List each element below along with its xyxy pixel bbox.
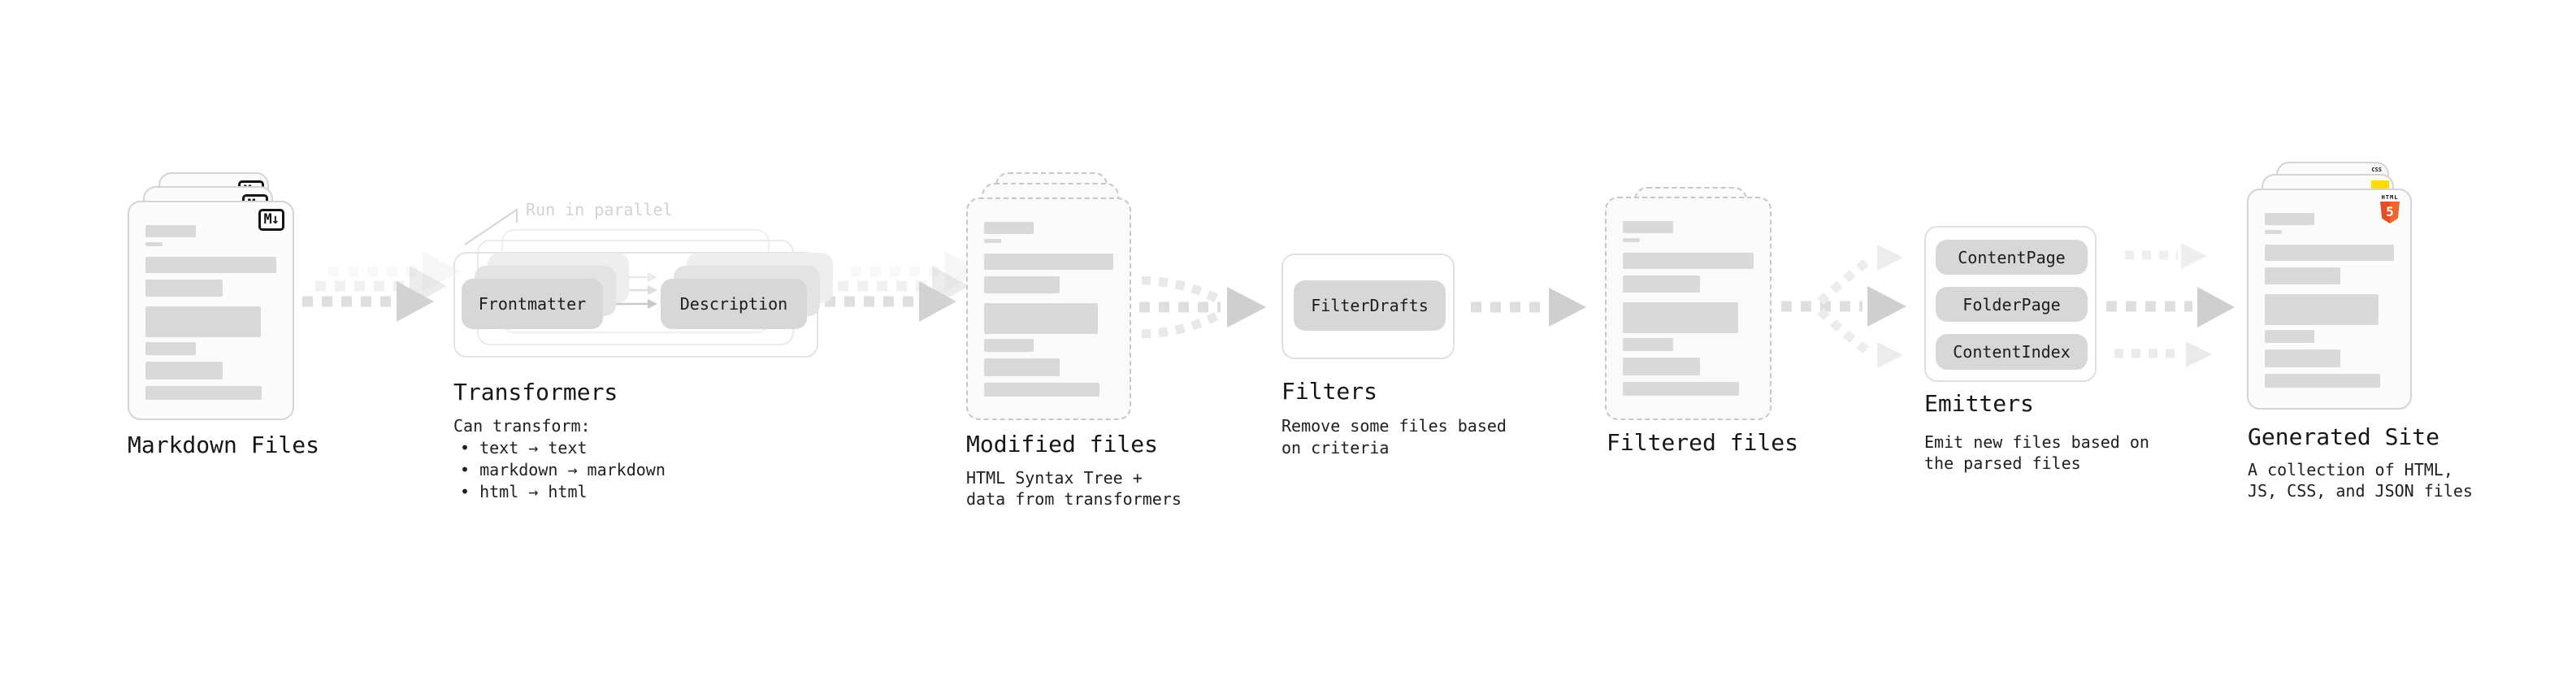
stage-note-title: Can transform: [453,416,591,436]
skeleton-line [1623,275,1700,293]
subtitle-line: JS, CSS, and JSON files [2248,481,2473,501]
file-card: M↓ [128,201,294,420]
stage-label: Modified files [966,431,1159,458]
subtitle-line: the parsed files [1924,453,2081,473]
skeleton-line [984,358,1060,376]
skeleton-line [984,303,1099,334]
skeleton-line [1623,382,1740,396]
subtitle-line: Emit new files based on [1924,432,2149,452]
skeleton-line [984,239,1001,243]
stage-label: Generated Site [2248,423,2440,450]
file-card [1605,197,1772,420]
arrow-filtered-to-emitters [1781,245,1906,368]
stage-label: Transformers [453,379,618,406]
skeleton-line [984,339,1034,352]
arrow-markdown-to-transformers [302,251,460,322]
filters-box: FilterDrafts [1281,254,1455,359]
arrow-transformers-to-modified [825,251,982,322]
run-in-parallel-label: Run in parallel [526,200,673,219]
skeleton-line [2265,294,2379,325]
subtitle-line: HTML Syntax Tree + [966,468,1143,488]
file-skeleton [1623,221,1755,396]
skeleton-line [145,386,262,400]
transform-bullet: markdown → markdown [460,459,666,481]
skeleton-line [984,222,1034,234]
skeleton-line [984,276,1060,293]
subtitle-line: A collection of HTML, [2248,460,2453,479]
subtitle-line: on criteria [1281,438,1390,458]
skeleton-line [2265,349,2341,367]
transform-bullet-list: text → text markdown → markdown html → h… [460,437,666,503]
stage-subtitle: Remove some files based on criteria [1281,415,1507,459]
skeleton-line [2265,245,2395,261]
emitter-pill-contentindex: ContentIndex [1936,334,2088,370]
skeleton-line [145,242,163,246]
stage-label: Filtered files [1607,429,1799,456]
run-in-parallel-callout-line [464,208,518,245]
skeleton-line [2265,330,2315,343]
skeleton-line [1623,221,1673,233]
emitters-box: ContentPage FolderPage ContentIndex [1924,226,2097,382]
skeleton-line [984,254,1114,270]
markdown-icon: M↓ [258,209,284,231]
arrow-modified-to-filters [1139,275,1266,339]
transform-bullet: html → html [460,481,666,503]
stage-label: Markdown Files [128,432,320,458]
skeleton-line [1623,253,1754,269]
subtitle-line: data from transformers [966,489,1182,509]
skeleton-line [2265,267,2341,284]
emitter-pill-folderpage: FolderPage [1936,287,2088,322]
subtitle-line: Remove some files based [1281,416,1507,436]
stage-label: Filters [1281,378,1378,405]
skeleton-line [1623,338,1673,351]
skeleton-line [1623,358,1700,375]
skeleton-line [145,225,196,237]
transformer-pill-description: Description [661,279,807,329]
filter-pill-filterdrafts: FilterDrafts [1294,280,1446,331]
stage-subtitle: Emit new files based on the parsed files [1924,432,2149,474]
arrow-filters-to-filtered [1471,288,1586,327]
file-card [966,197,1131,420]
html5-icon: HTML 5 [2379,194,2400,223]
html5-word: HTML [2381,194,2399,201]
skeleton-line [145,362,223,380]
skeleton-line [145,342,196,355]
stage-label: Emitters [1924,390,2034,417]
skeleton-line [1623,302,1738,333]
file-skeleton [145,225,278,400]
arrow-emitters-to-site [2106,243,2235,367]
emitter-pill-contentpage: ContentPage [1936,240,2088,275]
skeleton-line [2265,230,2282,234]
transform-bullet: text → text [460,437,666,459]
skeleton-line [145,257,277,273]
skeleton-line [1623,238,1641,242]
skeleton-line [145,306,261,337]
stage-subtitle: HTML Syntax Tree + data from transformer… [966,467,1182,510]
skeleton-line [2265,213,2315,225]
skeleton-line [2265,374,2380,388]
file-skeleton [984,222,1115,397]
file-card: HTML 5 [2247,189,2412,410]
skeleton-line [145,280,223,297]
stage-subtitle: A collection of HTML, JS, CSS, and JSON … [2248,459,2473,501]
transformer-pill-frontmatter: Frontmatter [462,279,603,329]
skeleton-line [984,383,1099,397]
file-skeleton [2265,213,2396,388]
